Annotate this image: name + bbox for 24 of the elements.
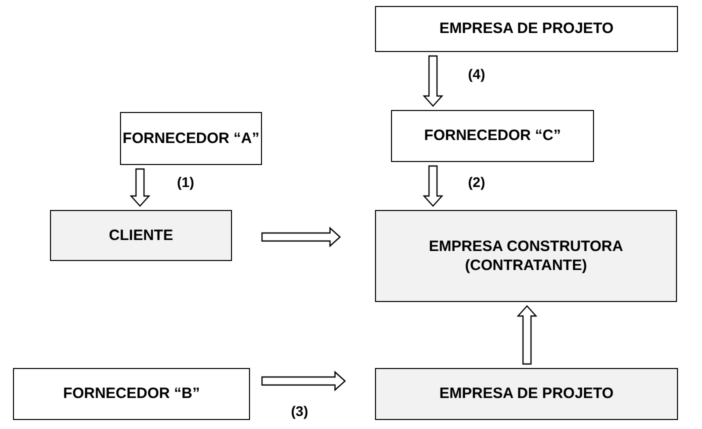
process-box [391, 110, 594, 162]
block-arrow [422, 55, 444, 107]
box-label: FORNECEDOR “A” [122, 128, 260, 148]
block-arrow [261, 370, 346, 392]
process-box [50, 210, 232, 261]
process-box [375, 210, 677, 302]
box-label: FORNECEDOR “C” [424, 126, 561, 146]
process-box [120, 112, 262, 165]
edge-label: (3) [290, 403, 310, 419]
box-label: FORNECEDOR “B” [63, 384, 200, 404]
block-arrow [261, 226, 341, 248]
edge-label: (1) [176, 174, 196, 190]
process-box [375, 368, 678, 420]
edge-label: (2) [467, 174, 486, 190]
process-box [13, 368, 250, 420]
box-label: EMPRESA CONSTRUTORA (CONTRATANTE) [428, 236, 624, 276]
block-arrow [130, 168, 150, 207]
block-arrow [422, 165, 444, 207]
box-label: EMPRESA DE PROJETO [439, 384, 614, 404]
process-box [375, 6, 678, 52]
box-label: CLIENTE [108, 226, 174, 246]
box-label: EMPRESA DE PROJETO [439, 19, 614, 39]
edge-label: (4) [467, 66, 486, 82]
block-arrow [516, 305, 538, 365]
